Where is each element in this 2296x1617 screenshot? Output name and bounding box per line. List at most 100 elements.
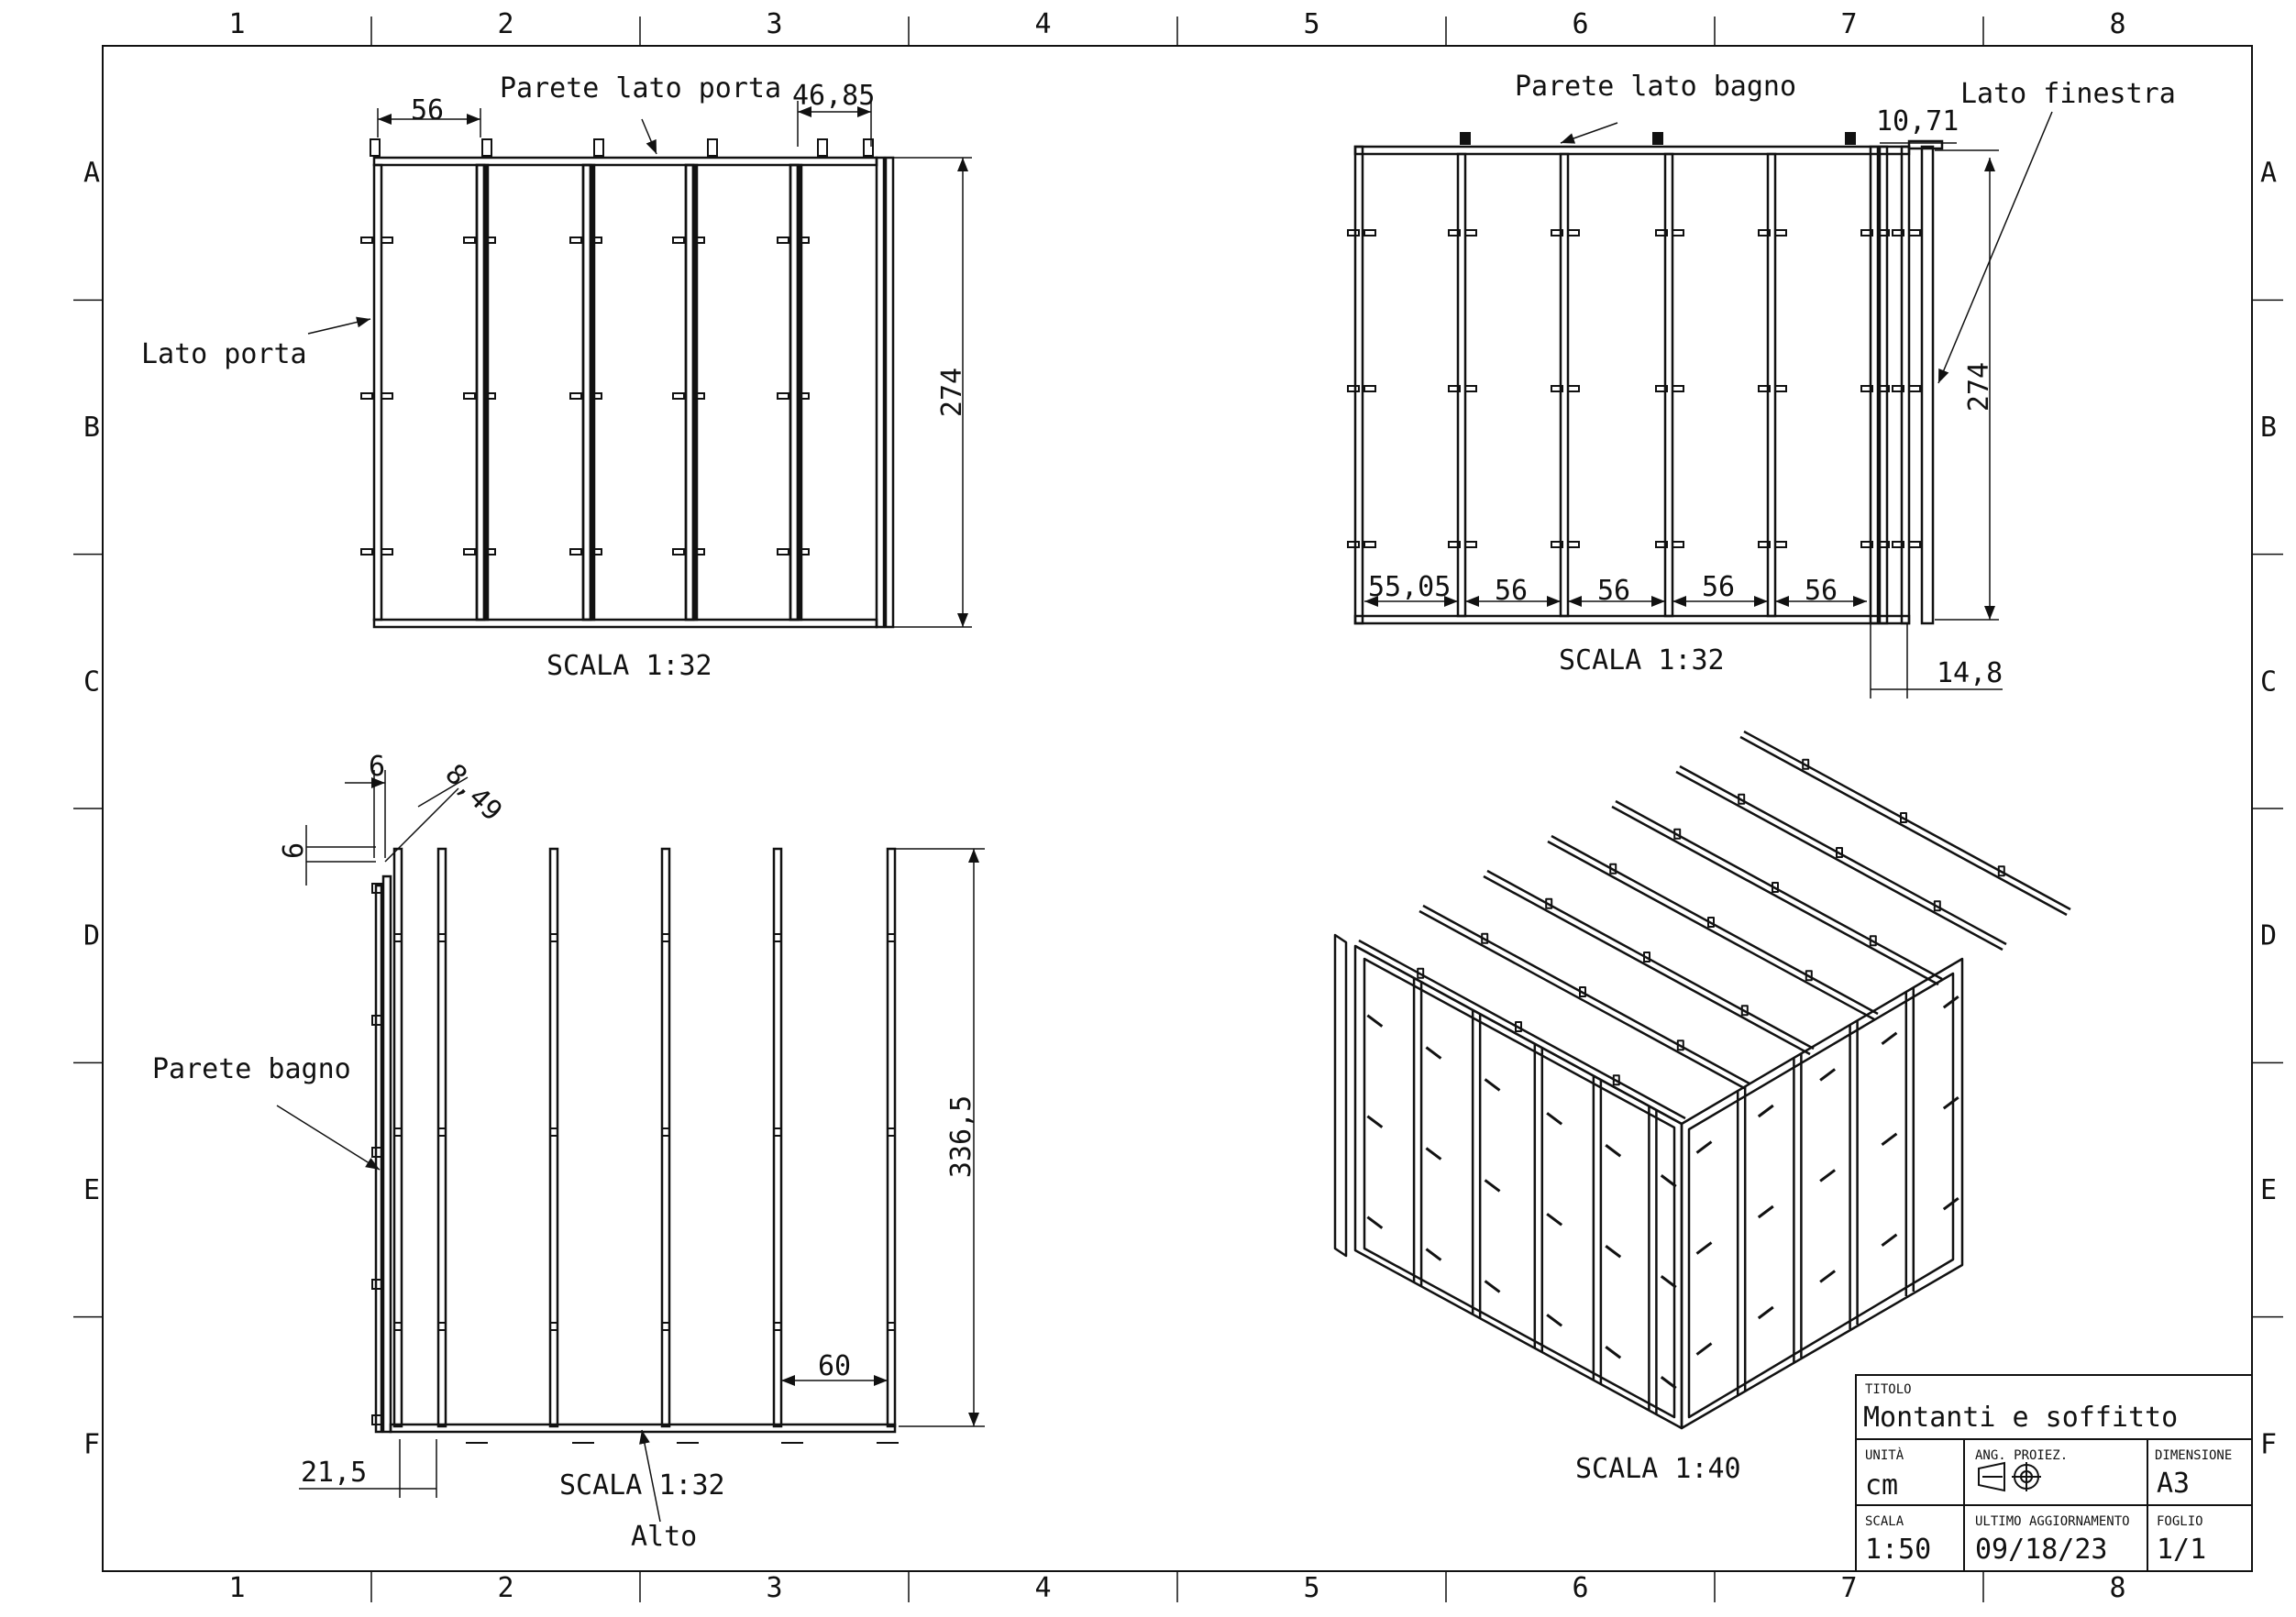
- bracket: [672, 548, 685, 556]
- iso-clip: [1738, 793, 1746, 805]
- label-parete-lato-porta: Parete lato porta: [500, 72, 781, 104]
- iso-joist: [1483, 874, 1811, 1056]
- iso-joist: [1739, 735, 2068, 917]
- bracket: [661, 1128, 670, 1137]
- iso-bracket: [1819, 1169, 1837, 1182]
- bracket: [381, 392, 393, 400]
- grid-row-label: E: [2260, 1174, 2277, 1206]
- drawing-frame: [102, 45, 2253, 1572]
- bracket: [393, 933, 403, 942]
- iso-bracket: [1366, 1014, 1384, 1028]
- bracket: [1448, 541, 1461, 548]
- title-block-text: TITOLO Montanti e soffitto UNITÀ cm ANG.…: [1863, 1382, 2232, 1566]
- clip: [1652, 132, 1663, 145]
- grid-column-label: 6: [1572, 8, 1588, 40]
- bracket: [1774, 385, 1787, 392]
- clip: [1845, 132, 1856, 145]
- bracket: [590, 548, 602, 556]
- dim-rear-spacing-5: 56: [1805, 575, 1838, 607]
- bracket: [1758, 229, 1771, 236]
- tb-updated-label: ULTIMO AGGIORNAMENTO: [1975, 1514, 2130, 1529]
- dim-top-diag: 8,49: [438, 758, 508, 828]
- bracket: [1567, 229, 1580, 236]
- bracket: [887, 1128, 896, 1137]
- dim-top-a: 6: [369, 751, 385, 783]
- bracket: [1448, 385, 1461, 392]
- iso-bracket: [1660, 1275, 1677, 1289]
- bracket: [393, 1322, 403, 1331]
- title-block: [1855, 1374, 2253, 1572]
- iso-clip: [1643, 952, 1650, 962]
- top-plan-view: [276, 770, 985, 1523]
- bracket: [590, 392, 602, 400]
- clip: [593, 138, 604, 157]
- iso-bracket: [1484, 1280, 1501, 1293]
- bracket: [1363, 229, 1376, 236]
- stud: [548, 847, 559, 1428]
- bracket: [569, 392, 582, 400]
- iso-clip: [1836, 847, 1843, 858]
- scale-top: SCALA 1:32: [559, 1469, 725, 1502]
- bracket: [692, 392, 705, 400]
- iso-joist: [1675, 770, 2003, 952]
- bracket: [1892, 229, 1904, 236]
- bracket: [1877, 541, 1890, 548]
- bracket: [569, 236, 582, 244]
- iso-bracket: [1881, 1233, 1898, 1248]
- bracket: [1877, 385, 1890, 392]
- projection-symbol-icon: [1978, 1461, 2041, 1492]
- tb-unit: cm: [1865, 1469, 1898, 1502]
- bracket: [1551, 229, 1563, 236]
- bracket: [1655, 541, 1668, 548]
- bracket: [1655, 229, 1668, 236]
- grid-column-label: 3: [766, 8, 782, 40]
- bracket: [1464, 541, 1477, 548]
- isometric-view: [1333, 730, 2071, 1430]
- stud: [660, 847, 671, 1428]
- dim-front-spacing: 56: [411, 94, 444, 126]
- tb-scale-label: SCALA: [1865, 1514, 1904, 1529]
- bracket: [1908, 229, 1921, 236]
- bracket: [1464, 229, 1477, 236]
- iso-clip: [1997, 865, 2005, 877]
- iso-bracket: [1425, 1248, 1442, 1261]
- grid-column-label: 2: [497, 8, 513, 40]
- iso-joist: [1354, 944, 1683, 1126]
- grid-column-label: 5: [1303, 8, 1319, 40]
- bracket: [887, 1322, 896, 1331]
- tb-size: A3: [2157, 1468, 2190, 1500]
- bracket: [381, 548, 393, 556]
- iso-bracket: [1484, 1078, 1501, 1092]
- bracket: [437, 1128, 447, 1137]
- clip: [863, 138, 874, 157]
- tb-proj-label: ANG. PROIEZ.: [1975, 1448, 2068, 1463]
- bracket: [797, 548, 810, 556]
- iso-bracket: [1605, 1346, 1622, 1359]
- bracket: [549, 1322, 558, 1331]
- bracket: [381, 236, 393, 244]
- iso-clip: [1933, 900, 1941, 912]
- iso-clip: [1676, 1040, 1684, 1051]
- bracket: [437, 1322, 447, 1331]
- bracket: [1672, 541, 1684, 548]
- bracket: [1672, 385, 1684, 392]
- grid-row-label: A: [83, 158, 100, 190]
- grid-row-label: B: [2260, 412, 2277, 444]
- bracket: [371, 1015, 382, 1026]
- bracket: [1363, 541, 1376, 548]
- dim-rear-bottom: 14,8: [1937, 657, 2003, 689]
- iso-clip: [1772, 882, 1779, 893]
- iso-bracket: [1425, 1147, 1442, 1160]
- iso-bracket: [1695, 1241, 1713, 1255]
- iso-bracket: [1546, 1213, 1563, 1226]
- stud: [581, 163, 592, 622]
- iso-bracket: [1757, 1104, 1774, 1118]
- bracket: [1758, 385, 1771, 392]
- iso-clip: [1869, 935, 1877, 947]
- iso-bracket: [1757, 1305, 1774, 1320]
- grid-column-label: 7: [1840, 1572, 1857, 1604]
- dim-top-spacing: 60: [818, 1350, 851, 1382]
- clip: [817, 138, 828, 157]
- grid-column-label: 3: [766, 1572, 782, 1604]
- bracket: [549, 1128, 558, 1137]
